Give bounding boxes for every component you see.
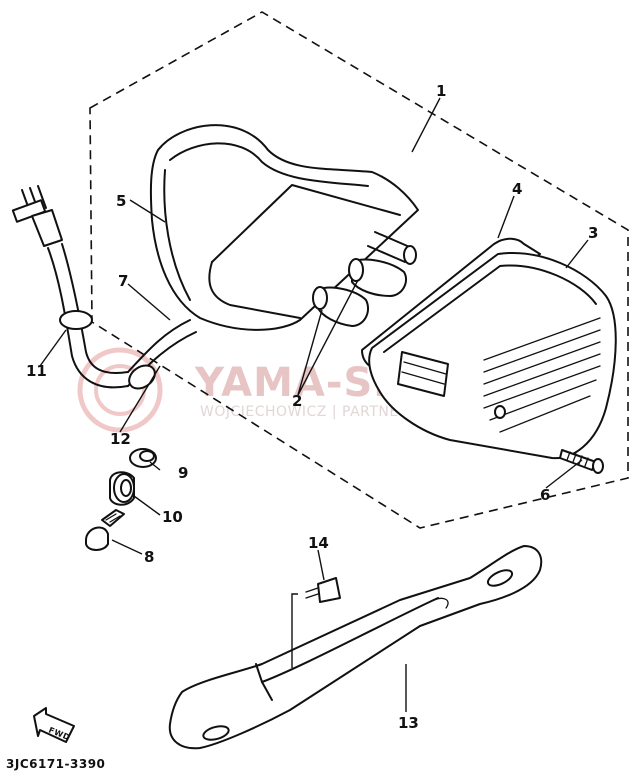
tail-light-housing	[149, 124, 419, 331]
bracket-bolt	[291, 577, 341, 668]
callout-12: 12	[110, 430, 131, 448]
bolt	[85, 509, 125, 551]
callout-11: 11	[26, 362, 47, 380]
watermark-logo	[77, 347, 163, 433]
fwd-arrow-icon: FWD	[33, 707, 75, 743]
collar	[129, 448, 157, 468]
callout-3: 3	[588, 224, 598, 242]
watermark-logo-inner	[94, 364, 146, 416]
callout-10: 10	[162, 508, 183, 526]
callout-5: 5	[116, 192, 126, 210]
callout-13: 13	[398, 714, 419, 732]
callout-numbers: 1 2 3 4 5 6 7 8 9 10 11 12 13 14	[26, 82, 598, 732]
callout-9: 9	[178, 464, 188, 482]
bulbs	[312, 258, 408, 327]
callout-6: 6	[540, 486, 550, 504]
damper	[109, 471, 135, 506]
callout-2: 2	[292, 392, 302, 410]
leader-lines	[39, 97, 589, 712]
wire-harness	[11, 185, 197, 389]
part-code: 3JC6171-3390	[6, 757, 105, 771]
lens-screw	[559, 449, 604, 474]
callout-1: 1	[436, 82, 446, 100]
callout-8: 8	[144, 548, 154, 566]
callout-14: 14	[308, 534, 329, 552]
license-plate-bracket	[168, 545, 543, 750]
tail-light-lens	[368, 252, 617, 460]
callout-7: 7	[118, 272, 128, 290]
callout-4: 4	[512, 180, 522, 198]
